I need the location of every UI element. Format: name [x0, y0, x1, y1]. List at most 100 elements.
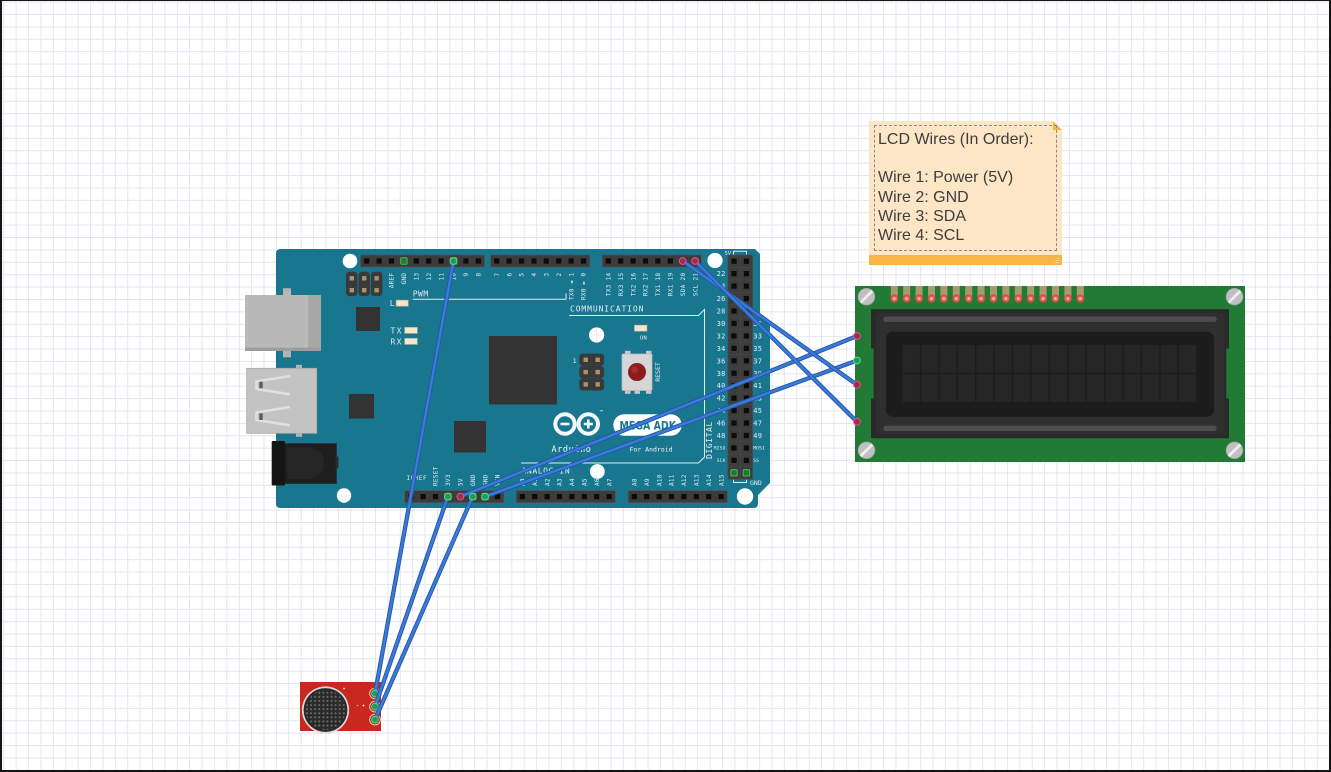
- lcd-header-pin[interactable]: [1051, 286, 1060, 303]
- header-pin[interactable]: [642, 258, 649, 264]
- wire-end-connected[interactable]: [853, 356, 861, 365]
- header-pin[interactable]: [556, 494, 563, 500]
- header-pin[interactable]: [655, 258, 661, 264]
- header-pin[interactable]: [543, 258, 549, 264]
- lcd-header-pin[interactable]: [989, 286, 998, 303]
- wire[interactable]: [691, 257, 861, 426]
- header-pin[interactable]: [740, 329, 753, 343]
- header-pin[interactable]: [631, 494, 637, 500]
- header-pin[interactable]: [727, 466, 741, 480]
- header-pin[interactable]: [475, 258, 481, 264]
- header-pin[interactable]: [494, 258, 500, 264]
- header-pin[interactable]: [727, 267, 741, 280]
- wire[interactable]: [678, 257, 861, 389]
- header-pin[interactable]: [426, 258, 432, 264]
- header-pin[interactable]: [740, 267, 753, 280]
- wire-end-unconnected[interactable]: [691, 257, 699, 265]
- header-pin[interactable]: [644, 494, 650, 500]
- wire-end-unconnected[interactable]: [853, 332, 861, 340]
- header-pin[interactable]: [581, 494, 587, 500]
- header-pin[interactable]: [532, 494, 538, 500]
- header-pin[interactable]: [727, 429, 741, 442]
- lcd-16x2-display[interactable]: [855, 286, 1245, 462]
- header-pin[interactable]: [580, 258, 587, 264]
- header-pin[interactable]: [718, 494, 724, 500]
- microphone-module[interactable]: [300, 682, 381, 734]
- header-pin[interactable]: [727, 342, 741, 355]
- lcd-header-pin[interactable]: [1001, 286, 1010, 303]
- lcd-header-pin[interactable]: [964, 286, 973, 303]
- lcd-header-pin[interactable]: [1076, 286, 1085, 303]
- header-pin[interactable]: [438, 258, 444, 264]
- header-pin[interactable]: [413, 258, 419, 264]
- header-pin[interactable]: [506, 258, 512, 264]
- wire[interactable]: [456, 332, 861, 501]
- lcd-header-pin[interactable]: [952, 286, 961, 303]
- wire-end-connected[interactable]: [449, 257, 458, 265]
- lcd-header-pin[interactable]: [939, 286, 948, 303]
- wire-end-connected[interactable]: [371, 715, 379, 724]
- header-pin[interactable]: [518, 258, 525, 264]
- header-pin[interactable]: [568, 258, 574, 264]
- lcd-header-pin[interactable]: [890, 286, 899, 303]
- header-pin[interactable]: [693, 494, 699, 500]
- header-pin[interactable]: [727, 329, 741, 343]
- resize-grip-icon[interactable]: [1053, 257, 1060, 264]
- note-text[interactable]: LCD Wires (In Order): Wire 1: Power (5V)…: [878, 130, 1054, 246]
- header-pin[interactable]: [740, 342, 753, 355]
- header-pin[interactable]: [519, 494, 525, 500]
- wire[interactable]: [481, 356, 861, 501]
- wire-end-connected[interactable]: [468, 492, 477, 501]
- header-pin[interactable]: [494, 494, 501, 500]
- sticky-note[interactable]: LCD Wires (In Order): Wire 1: Power (5V)…: [869, 121, 1062, 265]
- header-pin[interactable]: [630, 258, 636, 264]
- header-pin[interactable]: [569, 494, 575, 500]
- header-pin[interactable]: [463, 258, 469, 264]
- wire[interactable]: [371, 492, 477, 724]
- header-pin[interactable]: [740, 466, 753, 480]
- wire-end-connected[interactable]: [444, 492, 452, 501]
- header-pin[interactable]: [531, 258, 537, 264]
- header-pin[interactable]: [364, 258, 370, 264]
- wire-end-unconnected[interactable]: [678, 257, 687, 265]
- header-pin[interactable]: [706, 494, 712, 500]
- header-pin[interactable]: [681, 494, 687, 500]
- lcd-header-pin[interactable]: [915, 286, 924, 303]
- wire-end-unconnected[interactable]: [456, 492, 465, 501]
- wire-end-unconnected[interactable]: [853, 417, 861, 426]
- lcd-header-pin[interactable]: [927, 286, 936, 303]
- lcd-header-pin[interactable]: [1063, 286, 1072, 303]
- lcd-header-pin[interactable]: [1026, 286, 1035, 303]
- wire-end-connected[interactable]: [481, 492, 490, 501]
- header-pin[interactable]: [740, 279, 753, 293]
- lcd-header-pin[interactable]: [1039, 286, 1048, 303]
- header-pin[interactable]: [605, 258, 611, 264]
- header-pin[interactable]: [400, 257, 408, 265]
- header-pin[interactable]: [594, 494, 600, 500]
- header-pin[interactable]: [544, 494, 550, 500]
- lcd-header-pin[interactable]: [977, 286, 986, 303]
- wire[interactable]: [371, 492, 452, 711]
- header-pin[interactable]: [388, 258, 395, 264]
- header-pin[interactable]: [727, 454, 741, 467]
- arduino-mega-adk[interactable]: 1 RESET L TX RX ON ™: [245, 249, 770, 508]
- header-pin[interactable]: [420, 494, 426, 500]
- header-pin[interactable]: [740, 404, 753, 417]
- lcd-header-pin[interactable]: [1014, 286, 1023, 303]
- header-pin[interactable]: [618, 258, 624, 264]
- header-pin[interactable]: [432, 494, 439, 500]
- header-pin[interactable]: [740, 429, 753, 442]
- header-pin[interactable]: [740, 454, 753, 467]
- lcd-header-pin[interactable]: [902, 286, 911, 303]
- header-pin[interactable]: [556, 258, 562, 264]
- header-pin[interactable]: [606, 494, 612, 500]
- wire-end-unconnected[interactable]: [853, 380, 861, 389]
- header-pin[interactable]: [727, 279, 741, 293]
- header-pin[interactable]: [727, 304, 741, 318]
- header-pin[interactable]: [667, 258, 673, 264]
- header-pin[interactable]: [727, 366, 741, 380]
- header-pin[interactable]: [656, 494, 662, 500]
- header-pin[interactable]: [668, 494, 675, 500]
- header-pin[interactable]: [376, 258, 382, 264]
